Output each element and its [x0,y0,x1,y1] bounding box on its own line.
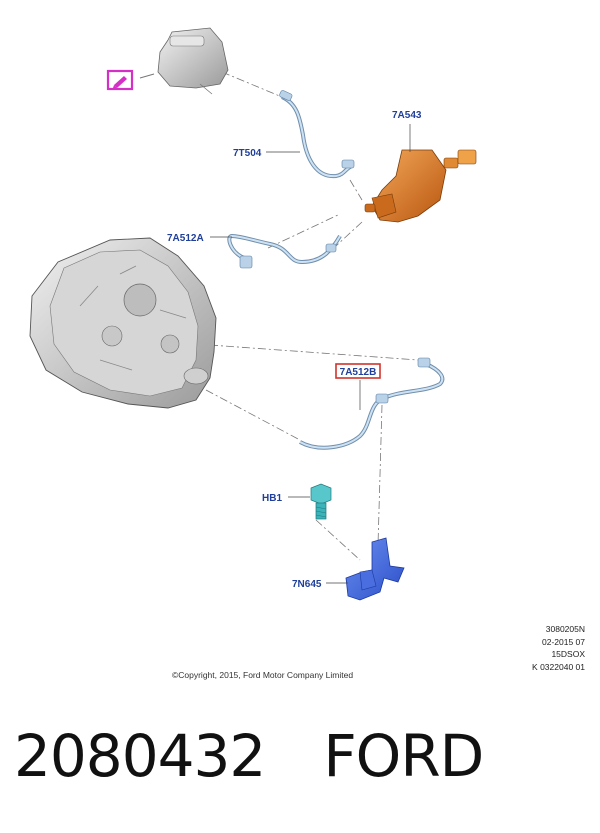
gearbox-housing [29,237,217,409]
callout-slave-cylinder: 7A543 [392,110,422,121]
fluid-reservoir [139,27,229,95]
pressure-line-b-callout: 7A512B [335,363,381,379]
copyright-notice: ©Copyright, 2015, Ford Motor Company Lim… [172,670,354,680]
pressure-line-a [210,233,342,269]
part-number: 2080432 [14,722,266,790]
reference-block: 3080205N 02-2015 07 15DSOX K 0322040 01 [532,623,585,673]
exploded-view-diagram: 7T504 7A543 7A512A 7A512B [29,27,477,601]
brand-name: FORD [323,722,484,790]
callout-bracket: 7N645 [292,579,322,590]
callout-pressure-line-b: 7A512B [340,367,377,378]
reference-line: 02-2015 07 [541,636,585,647]
pressure-line-b [299,357,445,450]
bolt [288,483,332,520]
reference-line: 3080205N [545,624,585,634]
part-caption: 2080432 FORD [14,722,484,790]
callout-reservoir-hose: 7T504 [233,148,262,159]
pencil-edit-icon [113,76,127,88]
reference-line: 15DSOX [551,649,585,659]
reservoir-hose [266,90,355,179]
reference-line: K 0322040 01 [532,661,585,672]
reservoir-callout [106,69,134,91]
leader-lines [205,71,419,561]
callout-bolt: HB1 [262,493,282,504]
bracket [326,537,405,601]
slave-cylinder [364,124,477,223]
callout-pressure-line-a: 7A512A [167,233,204,244]
